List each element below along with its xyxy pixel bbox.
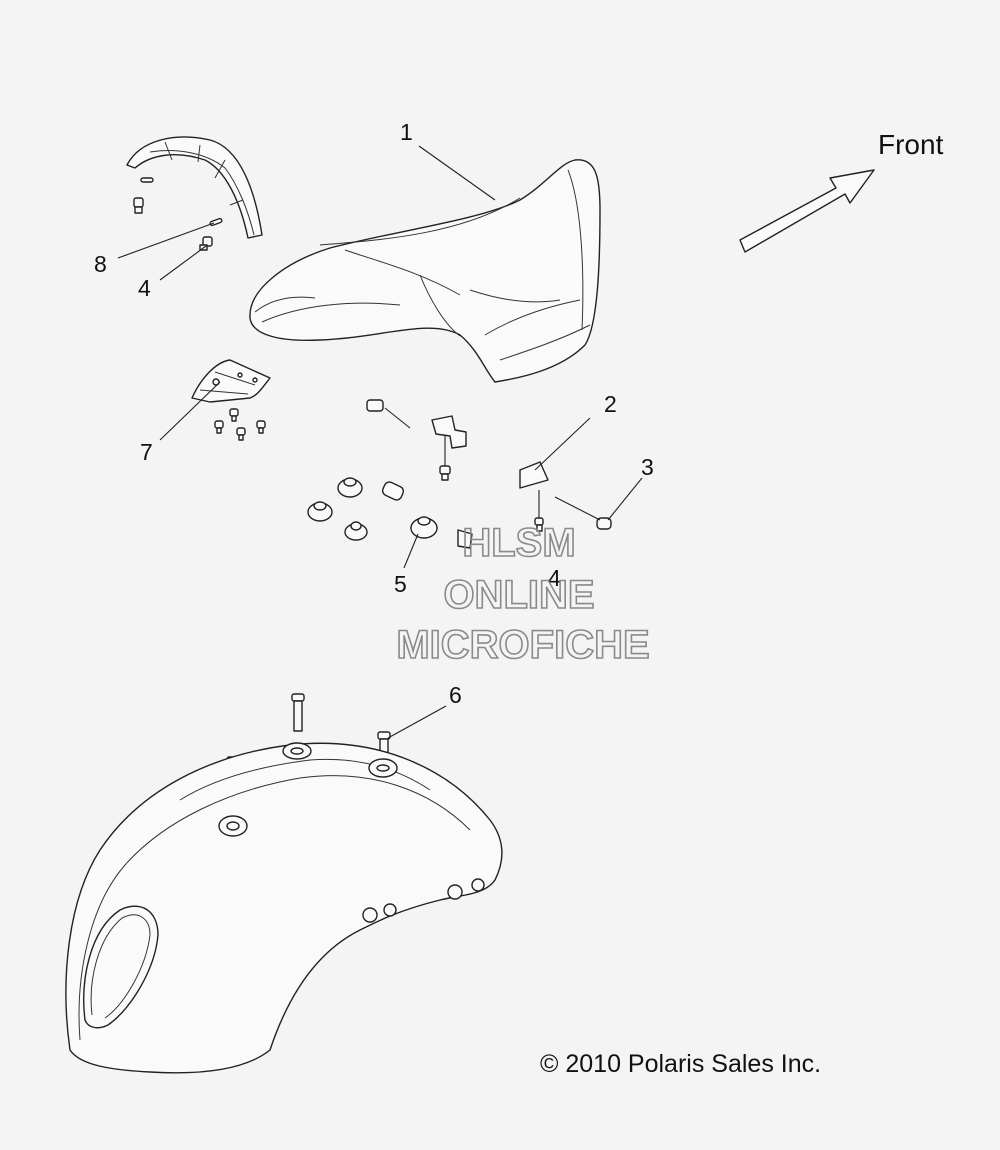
- front-direction-label: Front: [878, 129, 944, 160]
- watermark-line-2: ONLINE: [443, 573, 594, 617]
- copyright-notice: © 2010 Polaris Sales Inc.: [540, 1050, 821, 1078]
- callout-4-lower: 4: [548, 565, 561, 591]
- callout-4-upper: 4: [138, 275, 151, 301]
- front-direction-arrow-icon: [739, 169, 875, 253]
- leader-lines: [117, 145, 643, 739]
- rear-trim-hardware: [133, 177, 223, 251]
- callout-2: 2: [604, 391, 617, 417]
- callout-3: 3: [641, 454, 654, 480]
- rear-trim-part: [126, 136, 263, 239]
- watermark-line-1: HLSM: [462, 521, 575, 565]
- grommet-parts: [307, 477, 473, 549]
- seat-part: [249, 159, 601, 383]
- seat-clip-part: [519, 461, 549, 532]
- bracket-screws: [214, 408, 266, 441]
- watermark-line-3: MICROFICHE: [396, 623, 649, 667]
- bracket-plate-part: [191, 359, 271, 403]
- callout-8: 8: [94, 251, 107, 277]
- fender-part: [65, 742, 503, 1074]
- callout-1: 1: [400, 119, 413, 145]
- center-bracket-part: [366, 399, 467, 481]
- screw-part: [596, 517, 612, 530]
- callout-7: 7: [140, 439, 153, 465]
- callout-5: 5: [394, 571, 407, 597]
- watermark: HLSM ONLINE MICROFICHE: [396, 520, 651, 668]
- callout-6: 6: [449, 682, 462, 708]
